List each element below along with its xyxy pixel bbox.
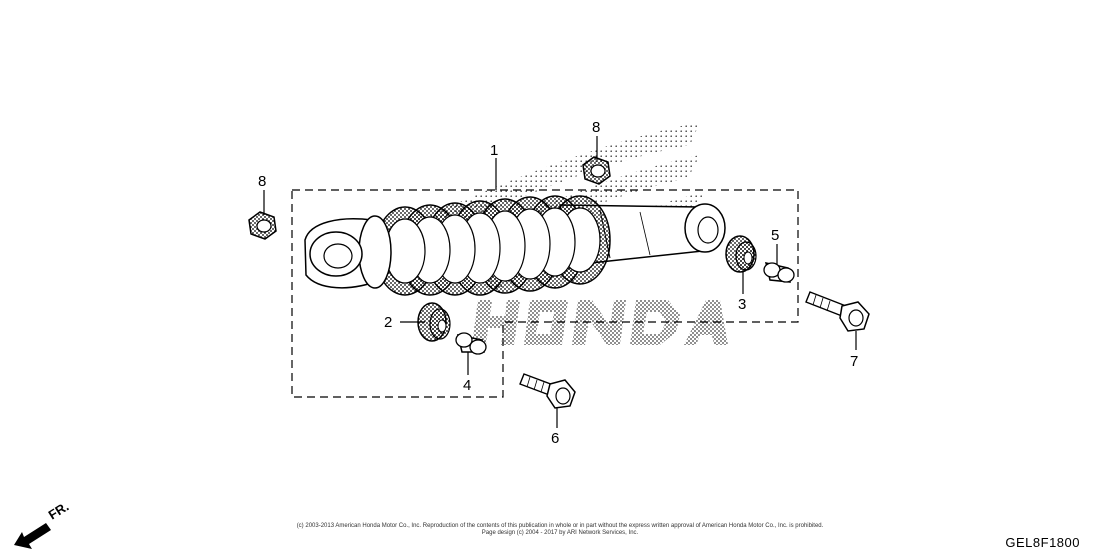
bolt-lower [519, 373, 576, 409]
copyright-line-2: Page design (c) 2004 - 2017 by ARI Netwo… [481, 530, 639, 536]
callout-7: 7 [850, 353, 858, 370]
nut-upper [582, 156, 611, 185]
callout-1: 1 [490, 142, 498, 159]
front-label: FR. [46, 499, 72, 523]
collar-lower [455, 332, 487, 355]
nut-left [248, 211, 277, 240]
collar-upper [763, 262, 795, 283]
copyright-line-1: (c) 2003-2013 American Honda Motor Co., … [296, 523, 824, 529]
callout-3: 3 [738, 296, 746, 313]
leader-lines [263, 136, 857, 428]
rear-shock-absorber [304, 195, 726, 296]
callout-8-upper: 8 [592, 119, 600, 136]
callout-5: 5 [771, 227, 779, 244]
callout-2: 2 [384, 314, 392, 331]
callout-8-left: 8 [258, 173, 266, 190]
front-arrow-icon [14, 523, 51, 549]
bolt-upper [805, 291, 870, 332]
bushing-upper [725, 235, 757, 273]
diagram-code: GEL8F1800 [1005, 535, 1080, 550]
callout-4: 4 [463, 377, 471, 394]
callout-6: 6 [551, 430, 559, 447]
front-direction-marker: FR. [14, 499, 71, 549]
